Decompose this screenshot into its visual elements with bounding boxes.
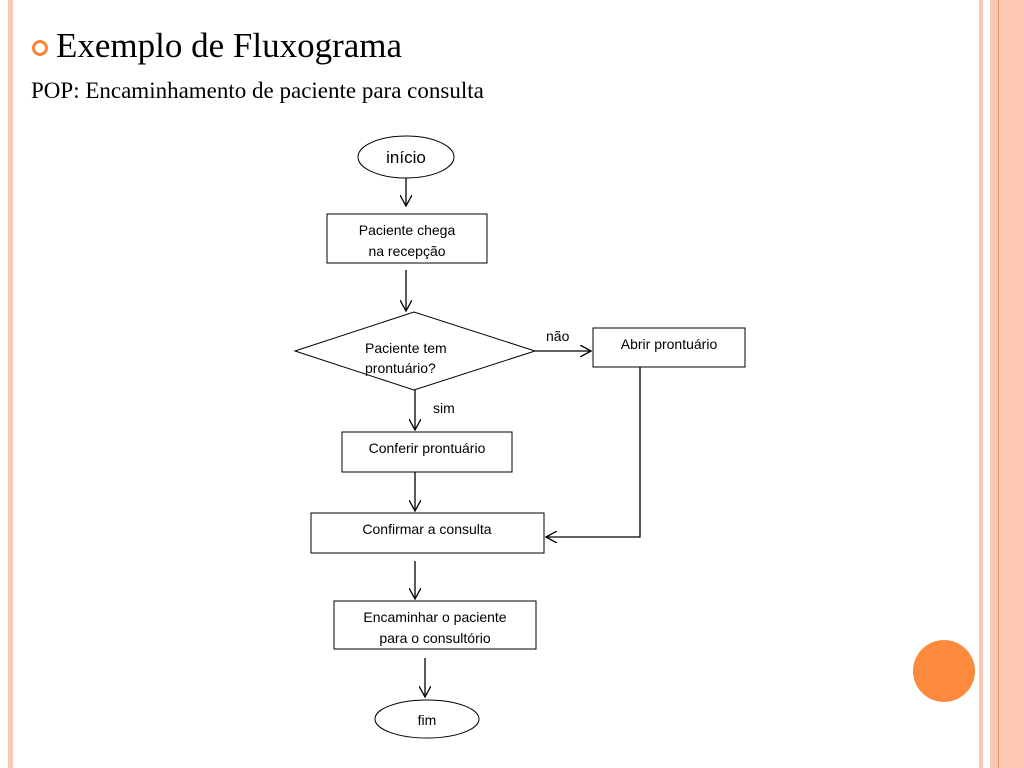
right-border-solid	[1007, 0, 1024, 768]
right-border-line	[998, 0, 999, 768]
left-border-stripe	[8, 0, 13, 768]
forward-label-line-2: para o consultório	[379, 630, 491, 646]
edge-open-confirm	[546, 367, 641, 537]
edge-label-no: não	[546, 328, 570, 344]
title-row: Exemplo de Fluxograma	[32, 24, 402, 68]
check-record-label: Conferir prontuário	[369, 440, 486, 456]
end-label: fim	[418, 712, 437, 728]
start-label: início	[386, 148, 426, 167]
bullet-icon	[32, 40, 48, 56]
forward-node	[333, 600, 537, 650]
arrive-node	[326, 213, 488, 264]
open-record-label: Abrir prontuário	[621, 336, 718, 352]
check-record-node	[341, 431, 513, 473]
right-border-stripe-2	[990, 0, 998, 768]
confirm-label: Confirmar a consulta	[362, 521, 491, 537]
right-border-stripe-1	[979, 0, 983, 768]
decorative-orange-circle	[913, 640, 975, 702]
arrive-label-line-2: na recepção	[368, 243, 445, 259]
confirm-node	[310, 512, 545, 554]
forward-label-line-1: Encaminhar o paciente	[363, 609, 506, 625]
edge-label-yes: sim	[433, 400, 455, 416]
open-record-node	[592, 327, 746, 368]
right-border-stripe-3	[999, 0, 1007, 768]
slide-subtitle: POP: Encaminhamento de paciente para con…	[31, 78, 484, 103]
end-node	[374, 699, 480, 739]
decision-label-line-1: Paciente tem	[365, 340, 447, 356]
decision-label-line-2: prontuário?	[365, 360, 436, 376]
slide-title: Exemplo de Fluxograma	[56, 26, 403, 65]
arrive-label-line-1: Paciente chega	[359, 222, 456, 238]
